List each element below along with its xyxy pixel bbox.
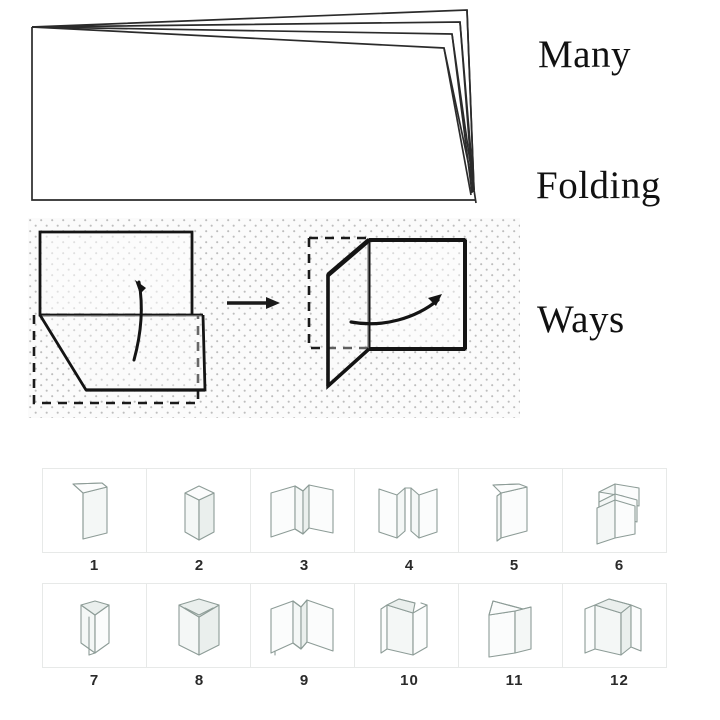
fold-label-3: 3	[299, 557, 310, 574]
half-fold-icon	[71, 481, 108, 540]
transition-arrow-icon	[227, 297, 280, 309]
fold-label-6: 6	[614, 557, 625, 574]
fold-cell-12[interactable]	[562, 583, 667, 668]
triangle-fold-icon	[183, 484, 215, 541]
double-parallel-fold-icon	[379, 597, 428, 656]
fold-label-5: 5	[509, 557, 520, 574]
roll-fold-triangle-icon	[79, 599, 110, 656]
headline-word-folding: Folding	[536, 164, 661, 207]
fold-label-2: 2	[194, 557, 205, 574]
fold-grid-row-1: 1 2 3 4 5 6	[42, 468, 672, 579]
folding-step-diagram	[28, 218, 520, 418]
fold-label-12: 12	[610, 672, 629, 689]
fanned-paper-stack-illustration	[31, 9, 477, 204]
fold-types-grid: 1 2 3 4 5 6	[42, 468, 672, 694]
fold-cell-9[interactable]	[250, 583, 355, 668]
fold-cell-5[interactable]	[458, 468, 563, 553]
fold-label-11: 11	[505, 672, 524, 689]
fold-step-before	[32, 230, 207, 405]
accordion-fold-icon	[595, 482, 640, 545]
gate-fold-open-icon	[269, 483, 334, 538]
fold-cell-1[interactable]	[42, 468, 147, 553]
fold-cell-11[interactable]	[458, 583, 563, 668]
fold-label-1: 1	[89, 557, 100, 574]
zigzag-fold-icon	[269, 598, 334, 656]
fold-label-10: 10	[400, 672, 419, 689]
fold-grid-row-2: 7 8 9 10 11 12	[42, 583, 672, 694]
fold-cell-8[interactable]	[146, 583, 251, 668]
fold-cell-4[interactable]	[354, 468, 459, 553]
headline-word-ways: Ways	[537, 298, 625, 341]
fold-label-8: 8	[194, 672, 205, 689]
fold-cell-6[interactable]	[562, 468, 667, 553]
fold-cell-10[interactable]	[354, 583, 459, 668]
fold-cell-7[interactable]	[42, 583, 147, 668]
fold-label-7: 7	[89, 672, 100, 689]
fold-label-4: 4	[404, 557, 415, 574]
map-fold-icon	[583, 597, 642, 656]
gate-fold-icon	[377, 486, 438, 539]
fold-label-9: 9	[299, 672, 310, 689]
letter-fold-icon	[491, 482, 528, 542]
tri-fold-closed-icon	[177, 597, 220, 656]
fold-step-after	[307, 236, 467, 390]
headline-word-many: Many	[538, 33, 631, 76]
french-fold-icon	[487, 599, 532, 658]
fold-cell-2[interactable]	[146, 468, 251, 553]
fold-cell-3[interactable]	[250, 468, 355, 553]
